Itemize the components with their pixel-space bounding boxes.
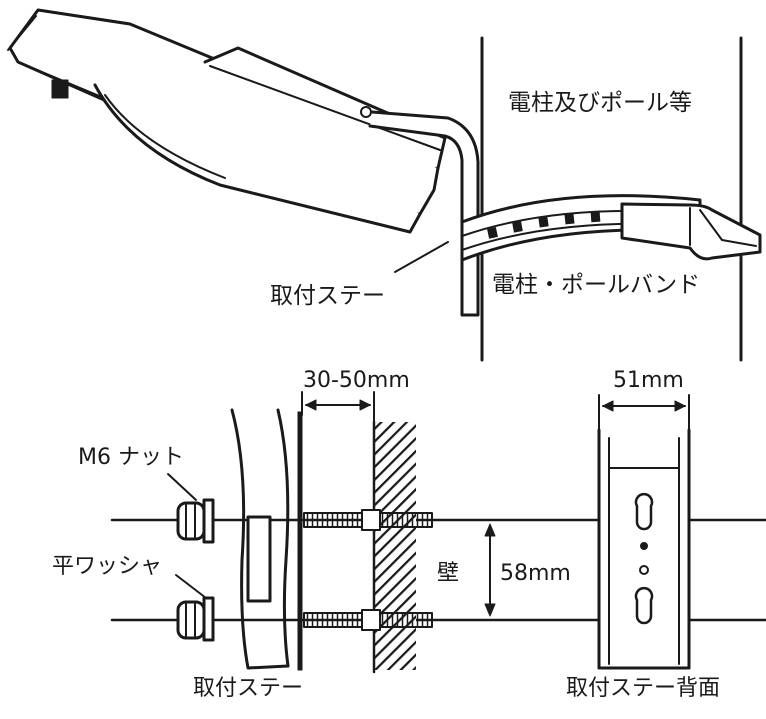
leader-stay-top — [394, 241, 449, 273]
label-pole: 電柱及びポール等 — [508, 90, 692, 116]
stay-back-view — [597, 428, 691, 670]
light-fixture — [7, 8, 447, 234]
bolt-top — [303, 509, 433, 531]
label-height-dimension: 58mm — [500, 561, 571, 586]
label-washer: 平ワッシャ — [52, 554, 163, 579]
nut-top — [176, 498, 215, 544]
label-pole-band: 電柱・ポールバンド — [492, 272, 701, 298]
bolt-bottom — [303, 609, 433, 631]
label-stay-bottom: 取付ステー — [193, 676, 304, 701]
slot — [246, 515, 272, 603]
leader-nut — [167, 473, 197, 501]
label-stay-top: 取付ステー — [270, 283, 385, 309]
leader-washer — [175, 574, 207, 599]
label-nut: M6 ナット — [78, 445, 184, 470]
label-width-dimension: 51mm — [613, 368, 684, 393]
stay-plate — [297, 411, 303, 671]
label-stay-back: 取付ステー背面 — [566, 676, 721, 701]
nut-bottom — [176, 596, 215, 642]
label-wall: 壁 — [437, 561, 460, 586]
mounting-stay-top — [368, 110, 480, 317]
wall-hatching — [374, 422, 416, 670]
label-gap-dimension: 30-50mm — [303, 368, 410, 393]
fixture-housing-section — [230, 408, 290, 670]
pole-band — [460, 194, 762, 262]
